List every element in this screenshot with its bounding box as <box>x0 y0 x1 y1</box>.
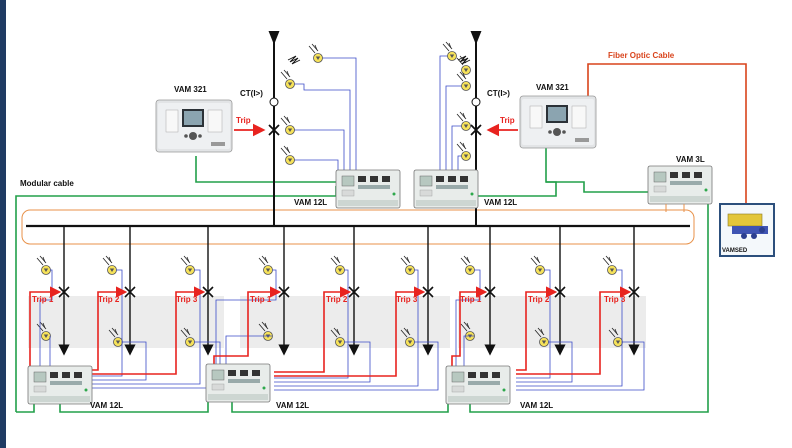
vamsed-device <box>719 203 775 257</box>
vamsed-label: VAMSED <box>722 248 748 254</box>
vam321-left-label: VAM 321 <box>174 85 207 94</box>
feeder-zone-band <box>240 296 450 348</box>
vam321-right-unit <box>519 95 597 149</box>
feeder-trip-label: Trip 2 <box>528 295 550 304</box>
incomer-right-sensors <box>439 41 471 172</box>
feeder-trip-label: Trip 1 <box>32 295 54 304</box>
trip-right-label: Trip <box>500 116 515 125</box>
feeder-trip-lines <box>29 286 632 377</box>
feeder-trip-label: Trip 1 <box>250 295 272 304</box>
feeder-sensor-wires <box>39 269 645 391</box>
vam12l-bottom-2-label: VAM 12L <box>276 401 309 410</box>
zigzag-left <box>287 55 301 65</box>
trip-left-label: Trip <box>236 116 251 125</box>
vam12l-bottom-unit-1 <box>27 365 93 405</box>
feeder-trip-label: Trip 2 <box>326 295 348 304</box>
vam12l-bottom-3-label: VAM 12L <box>520 401 553 410</box>
vam12l-upper-right-unit <box>413 169 479 209</box>
feeder-trip-label: Trip 3 <box>396 295 418 304</box>
vam321-left-unit <box>155 99 233 153</box>
busbar-zone-outline <box>21 209 695 245</box>
breaker-right <box>470 124 482 136</box>
ct-right-label: CT(I>) <box>487 89 510 98</box>
feeder-trip-label: Trip 3 <box>176 295 198 304</box>
feeder-trip-label: Trip 2 <box>98 295 120 304</box>
modular-cable-label: Modular cable <box>20 179 74 188</box>
incomer-left-sensors <box>280 43 357 172</box>
ct-left-label: CT(I>) <box>240 89 263 98</box>
vam12l-upper-right-label: VAM 12L <box>484 198 517 207</box>
vam12l-upper-left-label: VAM 12L <box>294 198 327 207</box>
left-border <box>0 0 6 448</box>
vam3l-links <box>665 204 685 212</box>
fiber-optic-label: Fiber Optic Cable <box>608 51 675 60</box>
ct-left <box>269 97 279 107</box>
vam12l-bottom-unit-2 <box>205 363 271 403</box>
vam3l-unit <box>647 165 713 205</box>
feeder-trip-label: Trip 3 <box>604 295 626 304</box>
ct-right <box>471 97 481 107</box>
vam321-right-label: VAM 321 <box>536 83 569 92</box>
vam12l-upper-left-unit <box>335 169 401 209</box>
fiber-optic-cable <box>587 63 747 206</box>
feeder-trip-label: Trip 1 <box>460 295 482 304</box>
breaker-left <box>268 124 280 136</box>
vam12l-bottom-unit-3 <box>445 365 511 405</box>
vam3l-label: VAM 3L <box>676 155 705 164</box>
feeder-drops <box>58 226 640 356</box>
vam12l-bottom-1-label: VAM 12L <box>90 401 123 410</box>
